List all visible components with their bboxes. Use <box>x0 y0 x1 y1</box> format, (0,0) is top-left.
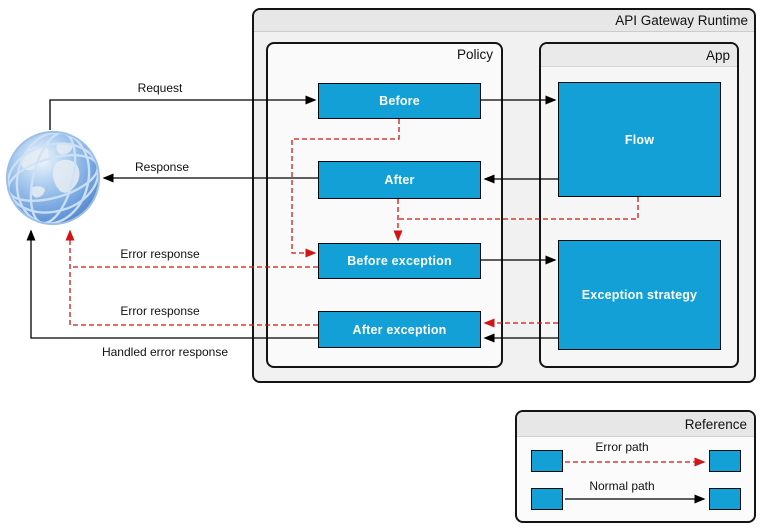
node-exception-strategy: Exception strategy <box>558 240 721 350</box>
label-request: Request <box>137 81 183 95</box>
legend-source-box-normal <box>531 488 563 510</box>
legend-target-box-normal <box>709 488 741 510</box>
node-flow: Flow <box>558 82 721 197</box>
label-error-response-before: Error response <box>120 247 200 261</box>
node-after: After <box>318 161 481 199</box>
node-after-exception: After exception <box>318 311 481 348</box>
globe-icon <box>2 127 104 229</box>
app-title: App <box>541 44 737 67</box>
policy-title: Policy <box>456 47 493 62</box>
runtime-title: API Gateway Runtime <box>254 10 754 32</box>
legend-title: Reference <box>517 412 754 437</box>
node-before: Before <box>318 83 481 119</box>
label-error-path: Error path <box>595 440 649 454</box>
globe-graphic <box>5 130 101 226</box>
label-handled-error-response: Handled error response <box>101 345 229 359</box>
label-normal-path: Normal path <box>589 479 655 493</box>
label-error-response-after: Error response <box>120 304 200 318</box>
legend-source-box-error <box>531 450 563 472</box>
label-response: Response <box>134 160 190 174</box>
legend-target-box-error <box>709 450 741 472</box>
node-before-exception: Before exception <box>318 243 481 279</box>
